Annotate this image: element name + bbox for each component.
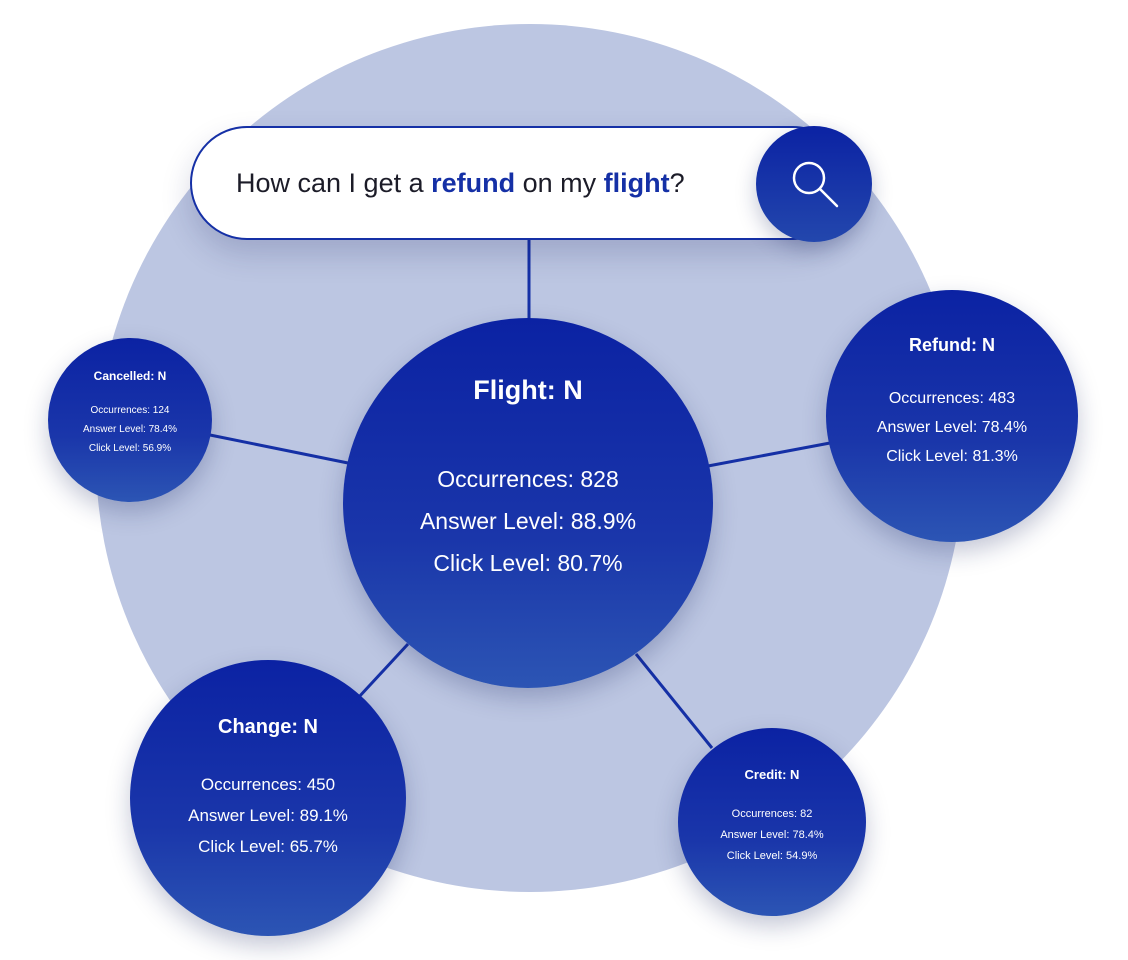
- occurrences-stat: Occurrences: 124: [90, 404, 170, 416]
- query-part: ?: [669, 168, 685, 198]
- query-keyword-flight: flight: [603, 168, 670, 198]
- occurrences-stat: Occurrences: 82: [731, 808, 813, 820]
- search-bar[interactable]: How can I get a refund on my flight?: [190, 126, 850, 240]
- answer-level-stat: Answer Level: 78.4%: [83, 423, 177, 435]
- node-title: Refund: N: [909, 335, 995, 355]
- answer-level-stat: Answer Level: 88.9%: [419, 507, 637, 534]
- link-flight-change: [356, 642, 410, 700]
- node-flight[interactable]: Flight: N Occurrences: 828 Answer Level:…: [343, 318, 713, 688]
- occurrences-stat: Occurrences: 828: [437, 465, 619, 492]
- click-level-stat: Click Level: 81.3%: [886, 448, 1018, 465]
- node-credit[interactable]: Credit: N Occurrences: 82 Answer Level: …: [678, 728, 866, 916]
- node-title: Flight: N: [473, 374, 583, 405]
- query-part: on my: [515, 168, 604, 198]
- link-flight-cancelled: [209, 433, 349, 465]
- node-change[interactable]: Change: N Occurrences: 450 Answer Level:…: [130, 660, 406, 936]
- link-flight-credit: [634, 653, 714, 749]
- node-title: Credit: N: [744, 767, 800, 782]
- node-title: Change: N: [218, 716, 318, 738]
- click-level-stat: Click Level: 56.9%: [88, 442, 172, 454]
- occurrences-stat: Occurrences: 483: [888, 390, 1016, 407]
- node-cancelled[interactable]: Cancelled: N Occurrences: 124 Answer Lev…: [48, 338, 212, 502]
- answer-level-stat: Answer Level: 89.1%: [188, 806, 348, 825]
- answer-level-stat: Answer Level: 78.4%: [876, 419, 1028, 436]
- link-flight-refund: [707, 441, 831, 468]
- node-refund[interactable]: Refund: N Occurrences: 483 Answer Level:…: [826, 290, 1078, 542]
- click-level-stat: Click Level: 65.7%: [198, 837, 338, 856]
- answer-level-stat: Answer Level: 78.4%: [720, 829, 824, 841]
- magnifier-icon: [792, 161, 839, 208]
- occurrences-stat: Occurrences: 450: [200, 775, 336, 794]
- click-level-stat: Click Level: 80.7%: [433, 549, 623, 576]
- node-title: Cancelled: N: [93, 368, 167, 383]
- query-part: How can I get a: [236, 168, 432, 198]
- search-button[interactable]: [756, 126, 872, 242]
- query-keyword-refund: refund: [431, 168, 516, 198]
- search-query[interactable]: How can I get a refund on my flight?: [236, 166, 685, 200]
- click-level-stat: Click Level: 54.9%: [726, 850, 818, 862]
